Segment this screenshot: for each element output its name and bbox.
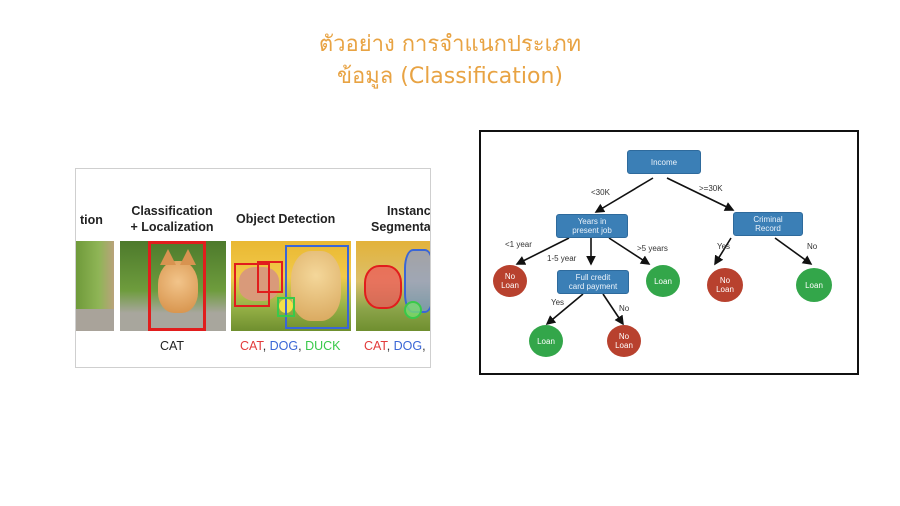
caption-instance-sep-2: , [422, 339, 426, 353]
leaf-loan-2-label: Loan [805, 280, 823, 290]
dog-box [285, 245, 349, 329]
leaf-no-loan-2-line1: No [719, 276, 731, 285]
edge-label-gt5-years: >5 years [637, 244, 668, 253]
cat-box-1 [234, 263, 270, 307]
leaf-no-loan-3-line1: No [618, 332, 630, 341]
header-object-detection: Object Detection [236, 212, 336, 226]
edge-label-lt30k: <30K [591, 188, 610, 197]
header-instance-line2: Segmenta [371, 220, 431, 234]
slide-title-line-2: ข้อมูล (Classification) [337, 64, 563, 89]
header-classification-partial: tion [80, 213, 103, 227]
leaf-loan-3: Loan [529, 325, 563, 357]
node-years-line2: present job [572, 226, 612, 235]
instance-image [356, 241, 430, 331]
caption-detection-dog: DOG [269, 339, 299, 353]
leaf-loan-3-label: Loan [537, 336, 555, 346]
edge-years-loan [608, 237, 651, 265]
edge-label-lt1-year: <1 year [505, 240, 532, 249]
header-instance-line1: Instanc [387, 204, 431, 218]
detection-image [231, 241, 351, 331]
header-loc-line1: Classification [131, 204, 213, 218]
caption-detection-sep-1: , [262, 339, 270, 353]
edge-label-credit-yes: Yes [551, 298, 565, 307]
cat-shape [158, 261, 198, 313]
edge-years-noloan [515, 237, 570, 265]
duck-mask [404, 301, 422, 319]
node-credit-line2: card payment [568, 282, 618, 291]
cat-ear-left [160, 249, 176, 265]
cat-box-2 [257, 261, 283, 293]
classification-image [76, 241, 114, 331]
edge-income-criminal [666, 177, 735, 211]
cat-shape-2 [239, 267, 279, 301]
cv-tasks-figure: tion Classification + Localization Objec… [75, 168, 431, 368]
leaf-loan-1-label: Loan [654, 276, 672, 286]
caption-detection-sep-2: , [298, 339, 306, 353]
caption-localization: CAT [160, 339, 185, 353]
node-income: Income [627, 150, 701, 174]
edge-label-credit-no: No [619, 304, 630, 313]
header-loc-line2: + Localization [130, 220, 214, 234]
header-classification-localization: Classification + Localization [120, 203, 224, 235]
edge-label-ge30k: >=30K [699, 184, 723, 193]
caption-instance-dog: DOG [393, 339, 423, 353]
caption-detection: CAT, DOG, DUCK [240, 339, 341, 353]
cat-mask [364, 265, 402, 309]
edge-credit-loan [545, 293, 584, 326]
node-years-line1: Years in [577, 217, 607, 226]
node-criminal-line2: Record [755, 224, 781, 233]
header-instance-segmentation: Instanc Segmenta [371, 203, 431, 235]
tree-edges [515, 177, 813, 326]
caption-instance: CAT, DOG, [364, 339, 426, 353]
caption-instance-cat: CAT [364, 339, 387, 353]
leaf-no-loan-3-line2: Loan [615, 341, 633, 350]
caption-instance-sep-1: , [386, 339, 394, 353]
leaf-no-loan-1-line2: Loan [501, 281, 519, 290]
dog-shape [291, 251, 341, 321]
edge-label-1-5-year: 1-5 year [547, 254, 577, 263]
caption-detection-cat: CAT [240, 339, 263, 353]
edge-credit-noloan [602, 293, 624, 326]
caption-detection-duck: DUCK [305, 339, 341, 353]
slide-title-line-1: ตัวอย่าง การจำแนกประเภท [318, 32, 582, 57]
leaf-no-loan-1-line1: No [504, 272, 516, 281]
node-criminal-line1: Criminal [753, 215, 783, 224]
edge-criminal-noloan [714, 237, 732, 266]
leaf-loan-1: Loan [646, 265, 680, 297]
node-credit-line1: Full credit [575, 273, 611, 282]
edge-label-criminal-no: No [807, 242, 818, 251]
stone-ground [76, 309, 114, 331]
leaf-loan-2: Loan [796, 268, 832, 302]
localization-image [120, 241, 226, 331]
edge-income-years [594, 177, 654, 213]
cat-bounding-box [148, 241, 206, 331]
edge-label-criminal-yes: Yes [717, 242, 731, 251]
edge-criminal-loan [774, 237, 813, 265]
duck-box [277, 297, 295, 317]
cat-ear-right [180, 249, 196, 265]
leaf-no-loan-2-line2: Loan [716, 285, 734, 294]
